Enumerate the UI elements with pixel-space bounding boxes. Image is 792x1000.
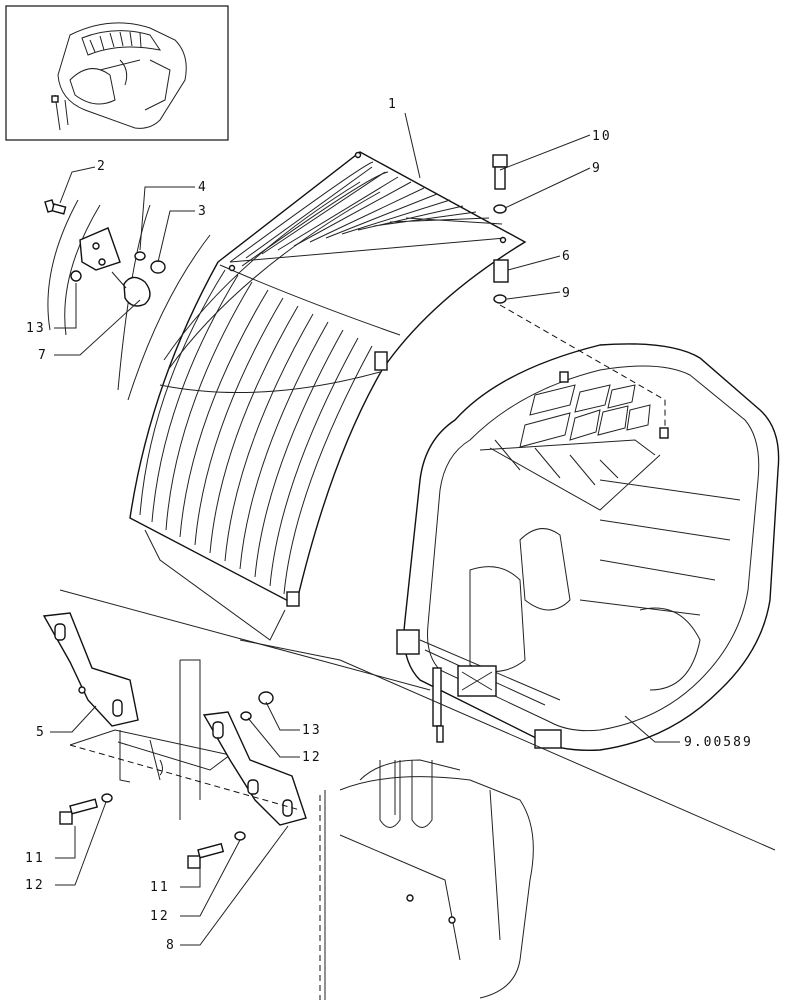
- label-part-10: 10: [592, 129, 612, 144]
- leader-lines: [50, 112, 680, 946]
- label-part-12-bottom: 12: [150, 909, 170, 924]
- bracket-right: [202, 711, 307, 826]
- label-part-11-left: 11: [25, 851, 45, 866]
- label-part-4: 4: [198, 180, 208, 195]
- locator-thumbnail: [5, 5, 229, 141]
- label-part-13-top: 13: [26, 321, 46, 336]
- label-part-12-right: 12: [302, 750, 322, 765]
- label-part-11-right: 11: [150, 880, 170, 895]
- label-part-9-top: 9: [592, 161, 602, 176]
- body-lower: [324, 759, 534, 1000]
- cab-structure: [396, 343, 780, 751]
- label-part-5: 5: [36, 725, 46, 740]
- bracket-left: [42, 612, 139, 727]
- label-part-3: 3: [198, 204, 208, 219]
- label-part-6: 6: [562, 249, 572, 264]
- label-part-12-left: 12: [25, 878, 45, 893]
- label-part-9-bottom: 9: [562, 286, 572, 301]
- label-part-8: 8: [166, 938, 176, 953]
- label-part-13-bottom: 13: [302, 723, 322, 738]
- body-outline-left: [47, 199, 776, 851]
- label-part-7: 7: [38, 348, 48, 363]
- assembly-dash-lines: [69, 304, 666, 1000]
- part-labels: 1 10 9 6 9 2 4 3 13 7 5 13 12 11 12 11 1…: [25, 97, 753, 953]
- label-reference-cab: 9.00589: [684, 735, 753, 750]
- label-part-1: 1: [388, 97, 398, 112]
- label-part-2: 2: [97, 159, 107, 174]
- fasteners: [44, 154, 509, 869]
- grille-panel: [129, 151, 527, 607]
